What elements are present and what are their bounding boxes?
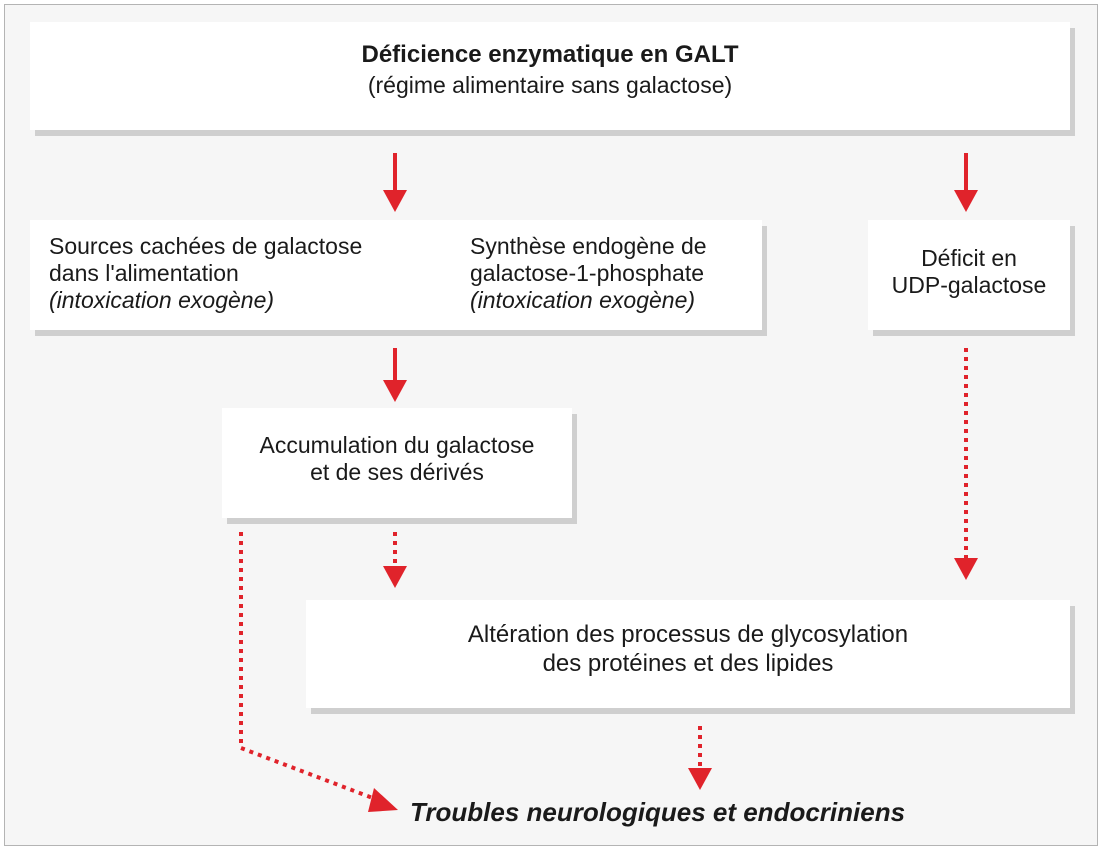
udp-galactose-line-1: Déficit en: [921, 245, 1017, 271]
dotted-arrow-glycosylation-to-outcome: [688, 726, 712, 790]
endogenous-synthesis-line-3: (intoxication exogène): [470, 287, 696, 313]
glycosylation-box: [306, 600, 1070, 708]
endogenous-synthesis-line-2: galactose-1-phosphate: [470, 260, 704, 286]
galt-deficiency-subtitle: (régime alimentaire sans galactose): [367, 72, 733, 98]
endogenous-synthesis-line-1: Synthèse endogène de: [470, 233, 707, 259]
accumulation-box: [222, 408, 572, 518]
hidden-sources-line-2: dans l'alimentation: [49, 260, 239, 286]
dotted-arrow-accumulation-to-outcome: [239, 532, 398, 812]
accumulation-line-2: et de ses dérivés: [310, 459, 484, 485]
udp-galactose-box: [868, 220, 1070, 330]
solid-arrow-sources-to-accumulation: [383, 348, 407, 402]
galt-deficiency-box: [30, 22, 1070, 130]
glycosylation-line-2: des protéines et des lipides: [542, 650, 834, 677]
hidden-sources-line-1: Sources cachées de galactose: [49, 233, 363, 259]
udp-galactose-line-2: UDP-galactose: [891, 272, 1047, 298]
dotted-arrow-accumulation-to-glycosylation: [383, 532, 407, 588]
hidden-sources-line-3: (intoxication exogène): [49, 287, 275, 313]
solid-arrow-top-to-udp: [954, 153, 978, 212]
accumulation-line-1: Accumulation du galactose: [259, 432, 535, 458]
galt-deficiency-title: Déficience enzymatique en GALT: [361, 41, 739, 68]
glycosylation-line-1: Altération des processus de glycosylatio…: [467, 621, 909, 648]
outcome-label: Troubles neurologiques et endocriniens: [410, 797, 906, 827]
solid-arrow-top-to-sources: [383, 153, 407, 212]
galactose-sources-box: [30, 220, 762, 330]
dotted-arrow-udp-to-glycosylation: [954, 348, 978, 580]
